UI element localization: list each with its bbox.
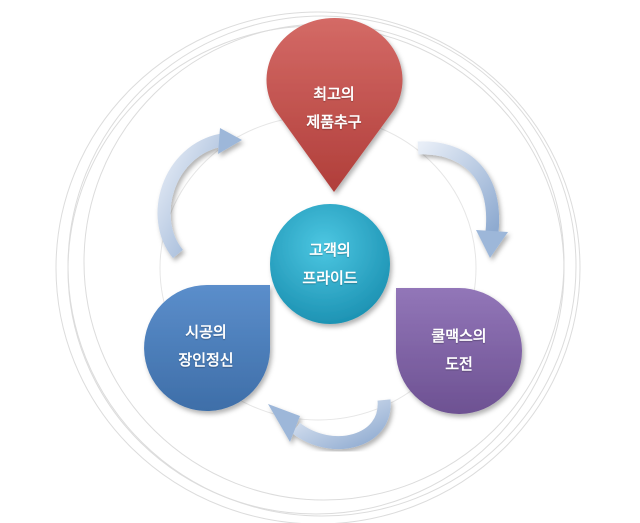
node-center	[270, 204, 390, 324]
node-top	[266, 17, 403, 192]
node-top-label: 최고의 제품추구	[284, 80, 384, 136]
node-center-line1: 고객의	[309, 241, 351, 259]
node-left-label: 시공의 장인정신	[156, 318, 256, 374]
node-top-line2: 제품추구	[306, 113, 362, 131]
arrow-top-to-right	[417, 141, 508, 258]
arrow-left-to-top	[157, 128, 242, 259]
cycle-arrows	[157, 128, 508, 449]
node-top-line1: 최고의	[313, 85, 355, 103]
node-left-line2: 장인정신	[178, 351, 234, 369]
node-left-line1: 시공의	[185, 323, 227, 341]
node-left	[144, 285, 271, 411]
node-center-label: 고객의 프라이드	[280, 236, 380, 292]
node-right-line2: 도전	[445, 355, 473, 373]
node-right	[396, 288, 522, 414]
node-right-line1: 쿨맥스의	[431, 327, 487, 345]
node-center-line2: 프라이드	[302, 269, 358, 287]
node-right-label: 쿨맥스의 도전	[404, 322, 514, 378]
arrow-right-to-left	[268, 399, 391, 449]
